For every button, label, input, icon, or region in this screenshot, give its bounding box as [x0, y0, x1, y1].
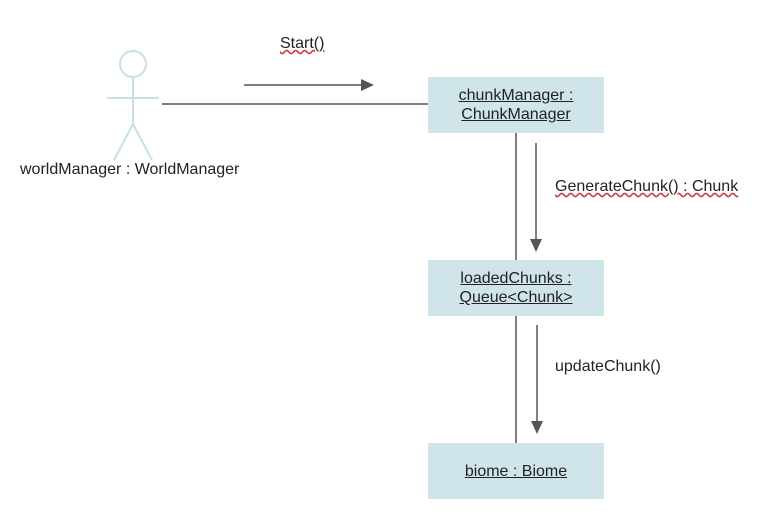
loadedchunks-type-line: Queue<Chunk>: [459, 289, 573, 306]
generatechunk-message-label: GenerateChunk() : Chunk: [555, 178, 738, 196]
chunkmanager-name-line: chunkManager :: [458, 87, 574, 104]
object-box-biome[interactable]: biome : Biome: [428, 443, 604, 499]
actor-label-text: worldManager : WorldManager: [20, 161, 240, 178]
loadedchunks-name-line: loadedChunks :: [460, 270, 572, 287]
actor-stick-figure: [107, 50, 159, 161]
generatechunk-message-text: GenerateChunk() : Chunk: [555, 178, 739, 195]
chunkmanager-type-line: ChunkManager: [461, 106, 571, 123]
updatechunk-message-text: updateChunk(): [555, 358, 661, 375]
start-message-label: Start(): [280, 35, 324, 53]
actor-label: worldManager : WorldManager: [20, 161, 239, 179]
updatechunk-message-arrow: [531, 325, 543, 434]
start-message-arrow: [244, 79, 374, 91]
start-message-text: Start(): [280, 35, 325, 52]
updatechunk-message-label: updateChunk(): [555, 358, 661, 376]
object-box-chunkmanager[interactable]: chunkManager : ChunkManager: [428, 77, 604, 133]
object-box-loadedchunks[interactable]: loadedChunks : Queue<Chunk>: [428, 260, 604, 316]
generatechunk-message-arrow: [530, 143, 542, 252]
biome-label-line: biome : Biome: [464, 462, 568, 480]
